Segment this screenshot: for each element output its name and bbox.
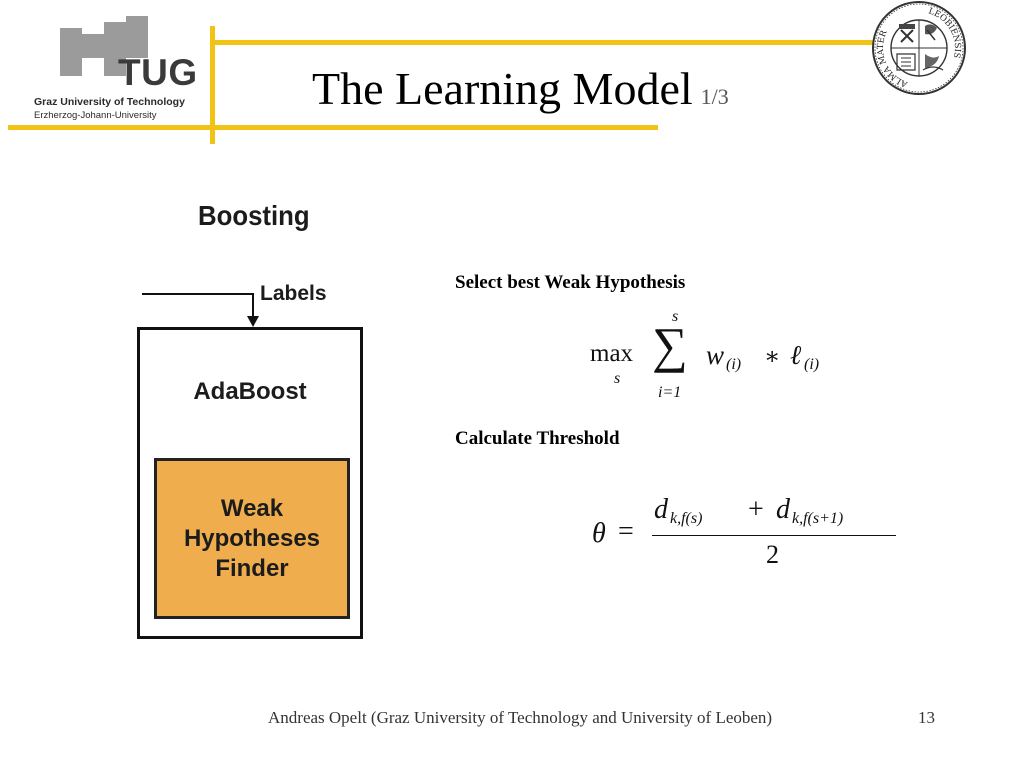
term-ell: ℓ bbox=[790, 340, 802, 370]
logo-square-3 bbox=[104, 22, 126, 58]
page-title-suffix: 1/3 bbox=[700, 84, 729, 109]
logo-square-6 bbox=[104, 58, 126, 76]
logo-square-4 bbox=[126, 16, 148, 58]
seal-graphic: ALMA MATER LEOBIENSIS bbox=[872, 1, 966, 95]
numerator-d2-subscript: k,f(s+1) bbox=[792, 510, 844, 527]
page-number: 13 bbox=[918, 708, 935, 727]
logo-university-subtitle: Erzherzog-Johann-University bbox=[34, 110, 157, 121]
logo-wordmark: TUG bbox=[118, 52, 198, 93]
logo-square-5 bbox=[60, 58, 82, 76]
sum-upper-limit: s bbox=[672, 308, 679, 325]
logo-university-name: Graz University of Technology bbox=[34, 96, 185, 108]
term-w-subscript: (i) bbox=[726, 356, 742, 373]
header-top-rule bbox=[210, 40, 874, 45]
max-operator: max bbox=[590, 340, 634, 367]
equals-sign: = bbox=[618, 516, 634, 547]
step-threshold-heading: Calculate Threshold bbox=[455, 428, 620, 449]
logo-square-1 bbox=[60, 28, 82, 58]
denominator: 2 bbox=[766, 540, 779, 569]
header-vertical-rule bbox=[210, 26, 215, 144]
sum-symbol: ∑ bbox=[652, 317, 688, 373]
labels-arrow bbox=[142, 293, 259, 327]
term-ell-subscript: (i) bbox=[804, 356, 820, 373]
formula-max-sum: max s s ∑ i=1 w (i) ∗ ℓ (i) bbox=[586, 308, 846, 408]
fraction-bar bbox=[652, 535, 896, 536]
header-bottom-rule bbox=[8, 125, 658, 130]
numerator-d1-subscript: k,f(s) bbox=[670, 510, 703, 527]
formula-threshold: θ = d k,f(s) + d k,f(s+1) 2 bbox=[590, 492, 910, 572]
sum-lower-limit: i=1 bbox=[658, 384, 682, 401]
adaboost-label: AdaBoost bbox=[193, 378, 307, 405]
diagram-heading: Boosting bbox=[198, 200, 310, 231]
numerator-d1: d bbox=[654, 494, 668, 525]
max-subscript: s bbox=[614, 370, 621, 387]
times-operator: ∗ bbox=[764, 344, 781, 370]
footer-author: Andreas Opelt (Graz University of Techno… bbox=[268, 708, 773, 727]
plus-sign: + bbox=[748, 494, 764, 525]
labels-text: Labels bbox=[260, 282, 327, 305]
numerator-d2: d bbox=[776, 494, 790, 525]
term-w: w bbox=[706, 340, 725, 370]
step-select-heading: Select best Weak Hypothesis bbox=[455, 272, 686, 293]
theta-symbol: θ bbox=[592, 518, 606, 549]
university-seal-icon: ALMA MATER LEOBIENSIS bbox=[871, 0, 967, 96]
weak-hypotheses-finder-box: Weak Hypotheses Finder bbox=[154, 458, 350, 619]
weak-hypotheses-finder-label: Weak Hypotheses Finder bbox=[183, 494, 321, 582]
logo-square-2 bbox=[82, 34, 104, 58]
page-title: The Learning Model 1/3 bbox=[312, 62, 729, 115]
page-title-text: The Learning Model bbox=[312, 63, 693, 114]
